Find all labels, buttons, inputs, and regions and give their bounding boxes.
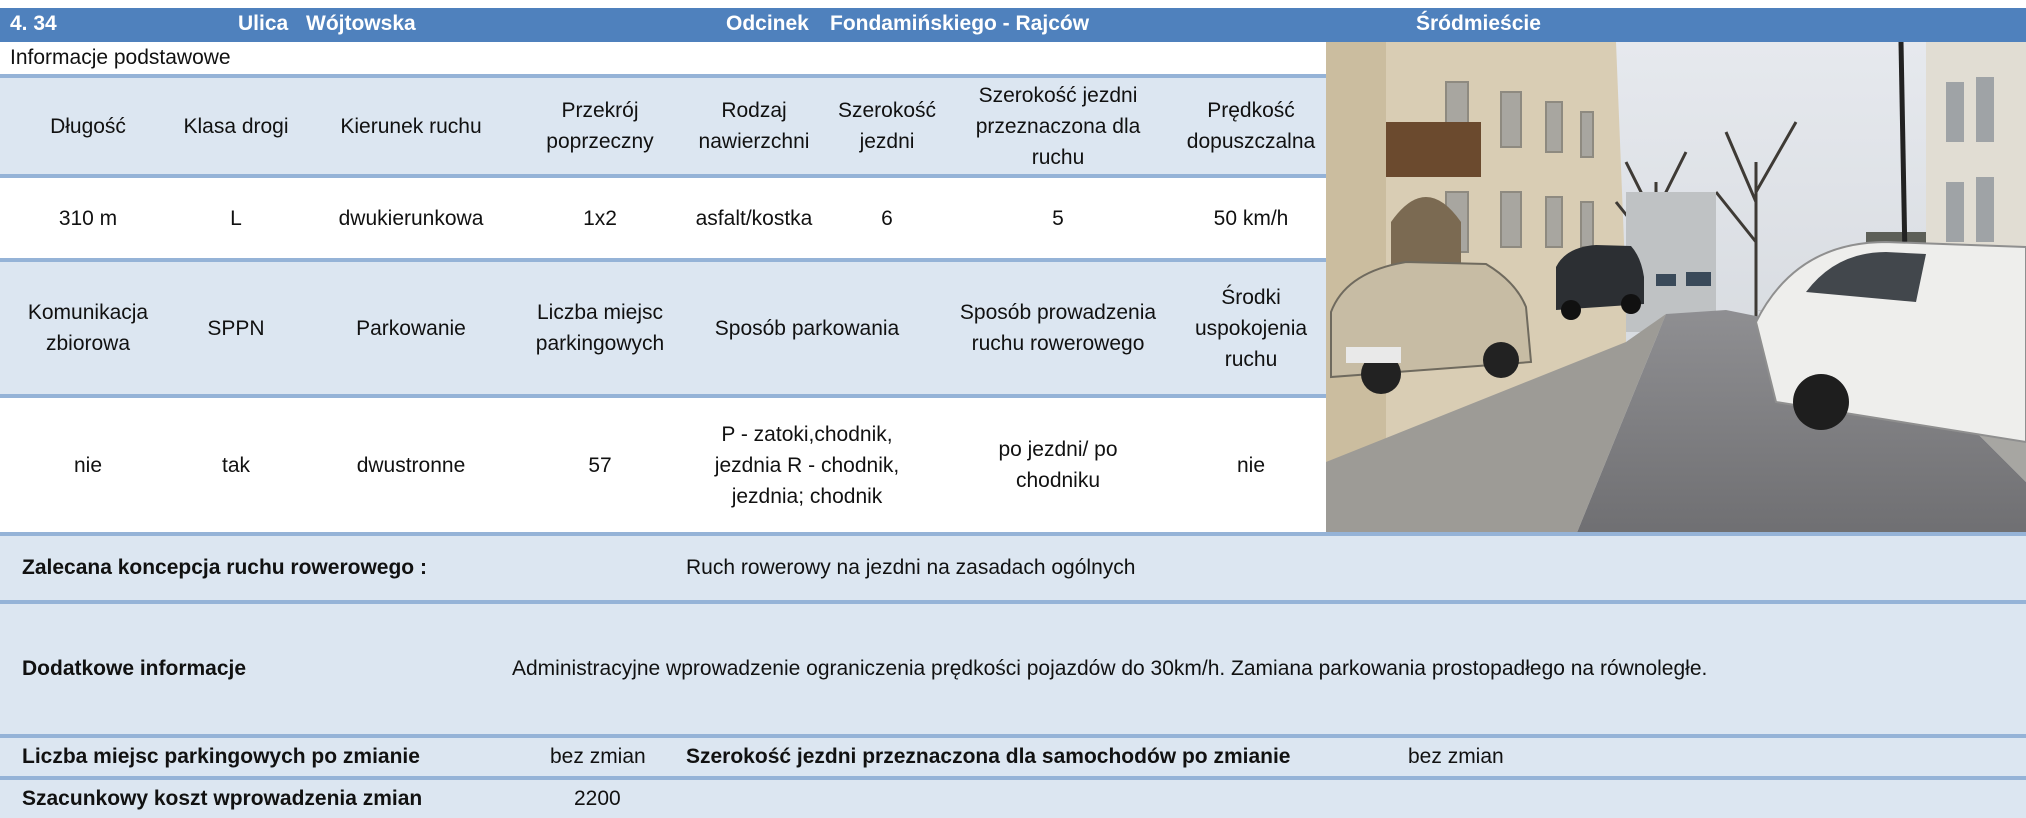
street-name: Wójtowska	[306, 12, 416, 35]
recommended-row: Zalecana koncepcja ruchu rowerowego : Ru…	[0, 536, 2026, 600]
district-name: Śródmieście	[1416, 12, 1541, 35]
additional-value: Administracyjne wprowadzenie ograniczeni…	[512, 657, 1708, 680]
value-surface-type: asfalt/kostka	[695, 206, 813, 230]
value-traffic-direction: dwukierunkowa	[338, 206, 484, 230]
cost-value: 2200	[574, 787, 621, 810]
value-road-class: L	[230, 206, 242, 230]
table2-header-row: Komunikacja zbiorowa SPPN Parkowanie Lic…	[0, 262, 1326, 394]
value-sppn: tak	[221, 453, 250, 477]
divider	[0, 174, 1326, 178]
recommended-value: Ruch rowerowy na jezdni na zasadach ogól…	[686, 556, 1136, 579]
value-traffic-width: 5	[1052, 206, 1064, 230]
parking-after-label: Liczba miejsc parkingowych po zmianie	[22, 745, 420, 768]
header-bar: 4. 34 Ulica Wójtowska Odcinek Fondamińsk…	[0, 8, 2026, 42]
header-road-width: Szerokość jezdni	[837, 99, 937, 153]
table1-header-row: Długość Klasa drogi Kierunek ruchu Przek…	[0, 78, 1326, 174]
header-sppn: SPPN	[207, 316, 265, 340]
value-public-transport: nie	[73, 453, 103, 477]
value-cross-section: 1x2	[583, 206, 617, 230]
header-road-class: Klasa drogi	[183, 114, 289, 138]
parking-after-value: bez zmian	[550, 745, 646, 768]
divider	[0, 258, 1326, 262]
additional-label: Dodatkowe informacje	[22, 657, 247, 680]
value-parking: dwustronne	[356, 453, 466, 477]
table2-value-row: nie tak dwustronne 57 P - zatoki,chodnik…	[0, 398, 1326, 532]
after-changes-row: Liczba miejsc parkingowych po zmianie be…	[0, 738, 2026, 776]
additional-row: Dodatkowe informacje Administracyjne wpr…	[0, 604, 2026, 734]
divider	[0, 394, 1326, 398]
street-photo	[1326, 42, 2026, 535]
value-parking-method: P - zatoki,chodnik, jezdnia R - chodnik,…	[714, 422, 900, 508]
header-length: Długość	[50, 114, 126, 138]
value-parking-spaces: 57	[588, 453, 612, 477]
value-traffic-calming: nie	[1236, 453, 1266, 477]
header-public-transport: Komunikacja zbiorowa	[27, 301, 149, 355]
value-speed-limit: 50 km/h	[1213, 206, 1289, 230]
width-after-value: bez zmian	[1408, 745, 1504, 768]
section-number: 4. 34	[10, 12, 57, 35]
divider	[0, 532, 2026, 536]
segment-name: Fondamińskiego - Rajców	[830, 12, 1090, 35]
header-parking-spaces: Liczba miejsc parkingowych	[535, 301, 665, 355]
divider	[0, 600, 2026, 604]
section-title: Informacje podstawowe	[10, 46, 231, 69]
divider	[0, 776, 2026, 780]
header-bicycle-method: Sposób prowadzenia ruchu rowerowego	[959, 301, 1157, 355]
header-speed-limit: Prędkość dopuszczalna	[1186, 99, 1316, 153]
header-parking-method: Sposób parkowania	[714, 316, 900, 340]
value-length: 310 m	[58, 206, 118, 230]
width-after-label: Szerokość jezdni przeznaczona dla samoch…	[686, 745, 1291, 768]
header-traffic-direction: Kierunek ruchu	[340, 114, 482, 138]
divider	[0, 734, 2026, 738]
cost-label: Szacunkowy koszt wprowadzenia zmian	[22, 787, 423, 810]
header-surface-type: Rodzaj nawierzchni	[698, 99, 810, 153]
header-traffic-width: Szerokość jezdni przeznaczona dla ruchu	[975, 83, 1141, 169]
cost-row: Szacunkowy koszt wprowadzenia zmian 2200	[0, 780, 2026, 818]
street-label: Ulica	[238, 12, 289, 35]
segment-label: Odcinek	[726, 12, 809, 35]
table1-value-row: 310 m L dwukierunkowa 1x2 asfalt/kostka …	[0, 178, 1326, 258]
value-bicycle-method: po jezdni/ po chodniku	[998, 438, 1118, 492]
header-parking: Parkowanie	[356, 316, 466, 340]
header-traffic-calming: Środki uspokojenia ruchu	[1194, 285, 1308, 371]
value-road-width: 6	[881, 206, 893, 230]
recommended-label: Zalecana koncepcja ruchu rowerowego :	[22, 556, 427, 579]
header-cross-section: Przekrój poprzeczny	[546, 99, 654, 153]
divider	[0, 74, 1326, 78]
